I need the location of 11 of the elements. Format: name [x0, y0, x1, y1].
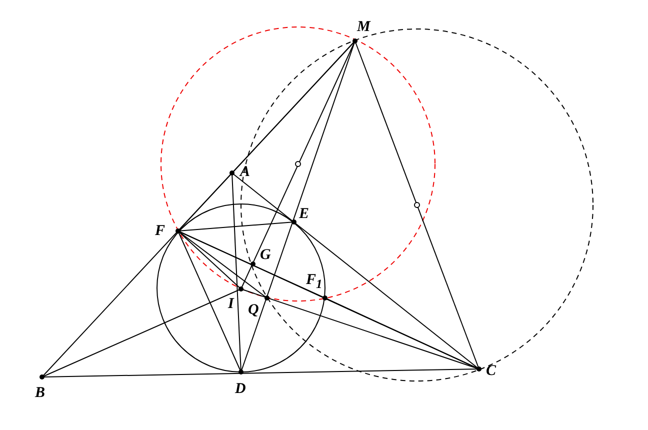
point-label: Q — [248, 303, 259, 318]
point-label: A — [240, 165, 250, 180]
point-label: E — [299, 207, 310, 222]
point-label: F — [155, 224, 166, 239]
point-label: F$_{1}$ — [306, 273, 322, 292]
point-label: D — [235, 382, 246, 397]
point-label: I — [228, 297, 234, 312]
point-label: B — [35, 386, 46, 401]
point-label: C — [486, 364, 496, 379]
point-label: M — [357, 20, 370, 35]
point-label: G — [260, 248, 271, 263]
